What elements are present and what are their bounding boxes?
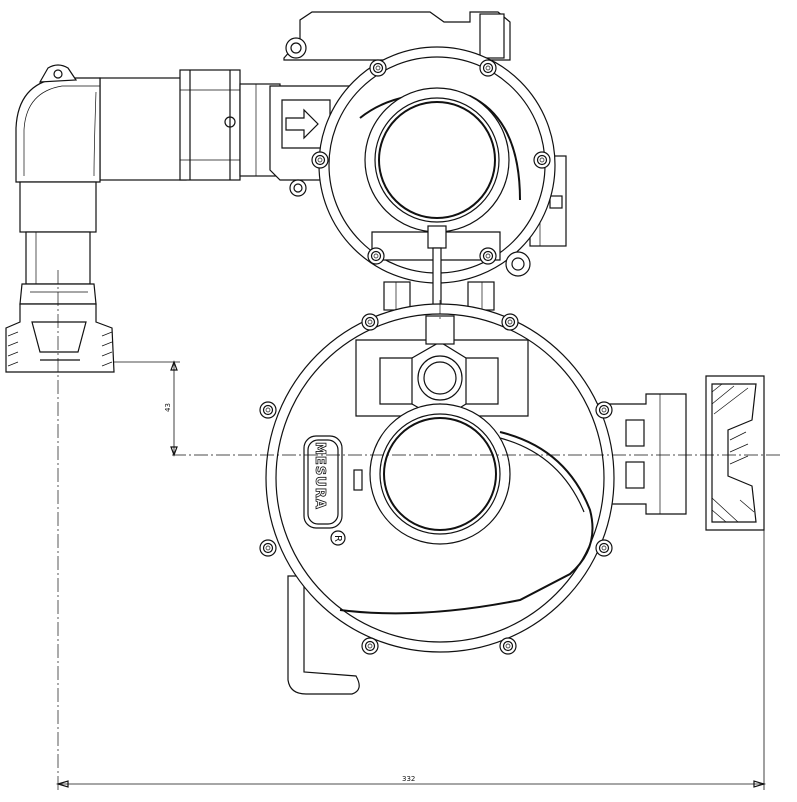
second-stage-bolts	[259, 313, 613, 655]
first-stage-regulator	[269, 11, 567, 315]
registered-mark-icon	[330, 530, 346, 546]
registered-mark-text: R	[332, 535, 343, 542]
dimension-vertical-value: 43	[164, 403, 172, 412]
dimension-vertical-offset: 43	[164, 360, 178, 457]
center-lines	[57, 270, 780, 790]
first-stage-bolts	[311, 59, 551, 265]
arrow-right-icon	[285, 108, 319, 140]
dimension-overall-width: 332	[55, 775, 767, 788]
brand-logo-text: MESURA	[312, 442, 327, 510]
brand-logo: MESURA R	[303, 435, 346, 546]
dimension-overall-value: 332	[402, 775, 415, 783]
second-stage-regulator	[265, 303, 765, 695]
inlet-elbow-fitting	[5, 64, 281, 373]
